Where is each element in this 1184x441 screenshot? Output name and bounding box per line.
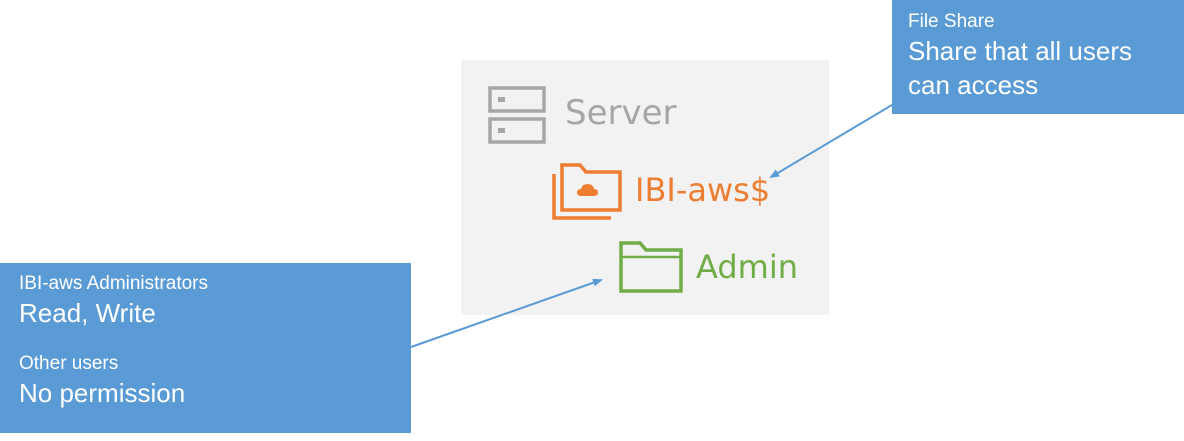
callout-share-title: File Share [908,11,995,32]
share-connector-arrow [769,101,898,179]
callout-share-description-line2: can access [908,70,1039,100]
server-icon [488,86,546,144]
permissions-callout: IBI-aws Administrators Read, Write Other… [0,263,411,433]
group1-permission: Read, Write [19,298,156,328]
cloud-folder-icon [552,163,622,220]
group2-title: Other users [19,353,119,374]
server-label: Server [565,93,677,133]
group1-title: IBI-aws Administrators [19,273,208,294]
file-share-callout: File Share Share that all users can acce… [892,0,1184,114]
folder-icon [619,241,683,293]
group2-permission: No permission [19,378,186,408]
callout-share-description-line1: Share that all users [908,36,1133,66]
share-label: IBI-aws$ [635,171,771,209]
folder-connector-arrow [410,278,603,348]
server-panel [461,60,829,315]
folder-label: Admin [696,248,798,286]
